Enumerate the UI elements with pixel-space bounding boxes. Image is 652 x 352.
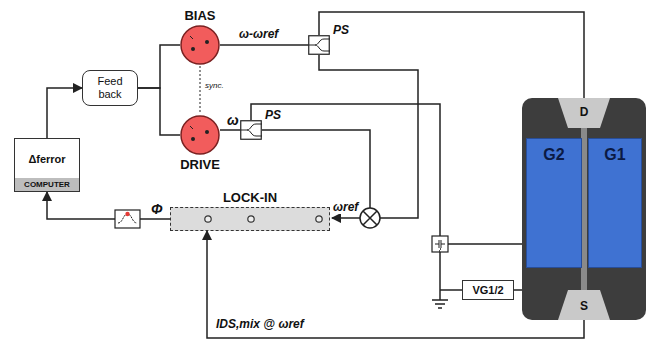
wire: [440, 289, 462, 291]
signal-label: ω: [226, 112, 240, 128]
node-label: DRIVE: [180, 157, 220, 172]
splitter-icon: [308, 35, 330, 55]
signal-wire: [220, 44, 308, 46]
node-sublabel: S: [580, 299, 588, 313]
generator-circle: [180, 115, 220, 155]
wire: [262, 130, 370, 208]
signal-label: IDS,mix @ ωref: [215, 317, 305, 331]
signal-wire: [138, 45, 180, 88]
signal-label: ω-ωref: [238, 27, 279, 41]
computer-box: ΔferrorCOMPUTER: [14, 138, 80, 192]
signal-wire: [319, 12, 584, 98]
wire: [332, 217, 360, 219]
node-label: D: [580, 105, 589, 119]
node-label: PS: [333, 23, 349, 37]
node-sublabel: COMPUTER: [15, 178, 79, 191]
node-label: BIAS: [184, 8, 215, 23]
lock-in-amplifier: LOCK-IN: [170, 207, 330, 231]
node-label: LOCK-IN: [223, 190, 277, 205]
ground-symbol: [432, 300, 448, 308]
sync-link: [200, 66, 201, 114]
phase-detector-symbol: [115, 210, 140, 228]
node-label: Δferror: [15, 139, 79, 178]
signal-label: ωref: [333, 200, 358, 214]
splitter-icon: [240, 120, 262, 140]
node-label: PS: [265, 108, 281, 122]
process-box: Feed back: [82, 70, 138, 106]
bias-tee-symbol: [432, 236, 448, 252]
signal-wire: [47, 192, 170, 219]
voltage-source: VG1/2: [462, 280, 514, 300]
mixer-symbol: [360, 208, 380, 228]
wire: [439, 252, 441, 300]
node-label: VG1/2: [472, 284, 503, 296]
generator-circle: [180, 25, 220, 65]
signal-generator: BIAS: [180, 25, 220, 65]
power-splitter: PS: [308, 35, 330, 55]
gate-electrode: G1: [588, 138, 642, 268]
node-label: G2: [543, 146, 564, 164]
power-splitter: PS: [240, 120, 262, 140]
signal-wire: [220, 129, 240, 131]
gate-electrode: G2: [526, 138, 582, 268]
signal-generator: DRIVE: [180, 115, 220, 155]
sync-note: sync.: [205, 81, 224, 90]
wire: [319, 55, 418, 218]
lock-in-ports: [171, 208, 329, 230]
device-image: G2 G1 D S: [522, 98, 646, 320]
signal-wire: [138, 88, 180, 135]
node-label: G1: [604, 146, 625, 164]
signal-wire: [47, 88, 82, 138]
node-label: Feed back: [92, 75, 128, 100]
signal-label: Φ: [150, 201, 164, 217]
